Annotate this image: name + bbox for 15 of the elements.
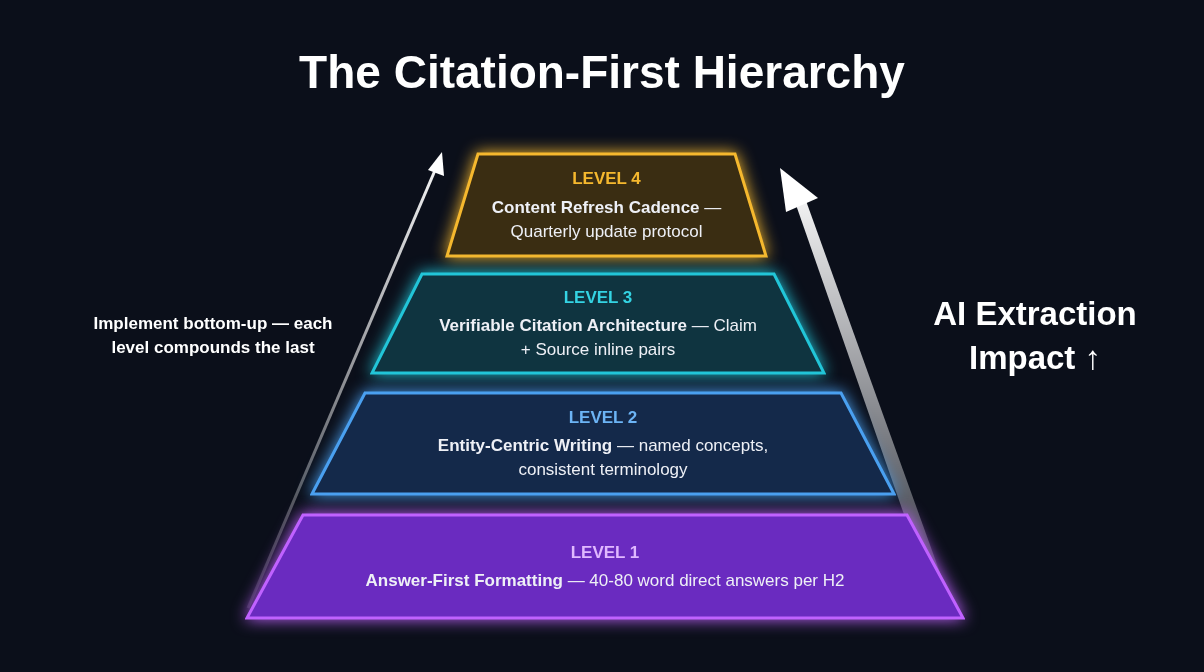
pyramid-level — [310, 391, 896, 496]
level-label: LEVEL 4 — [572, 168, 641, 191]
level-description: Verifiable Citation Architecture — Claim + Source inline pairs — [438, 315, 758, 362]
level-description: Entity-Centric Writing — named concepts, consistent terminology — [436, 435, 770, 482]
pyramid-level — [370, 272, 826, 375]
side-heading: AI Extraction Impact ↑ — [932, 294, 1138, 378]
level-description: Answer-First Formatting — 40-80 word direct answers per H2 — [365, 570, 845, 593]
title: The Citation-First Hierarchy — [299, 45, 905, 100]
level-label: LEVEL 3 — [563, 286, 633, 309]
level-description: Content Refresh Cadence — Quarterly update protocol — [490, 196, 723, 243]
level-label: LEVEL 1 — [570, 541, 640, 564]
pyramid-level — [445, 152, 768, 258]
pyramid-level — [245, 513, 965, 620]
side-note: Implement bottom-up — each level compounds the last — [92, 313, 334, 359]
level-label: LEVEL 2 — [568, 406, 638, 429]
